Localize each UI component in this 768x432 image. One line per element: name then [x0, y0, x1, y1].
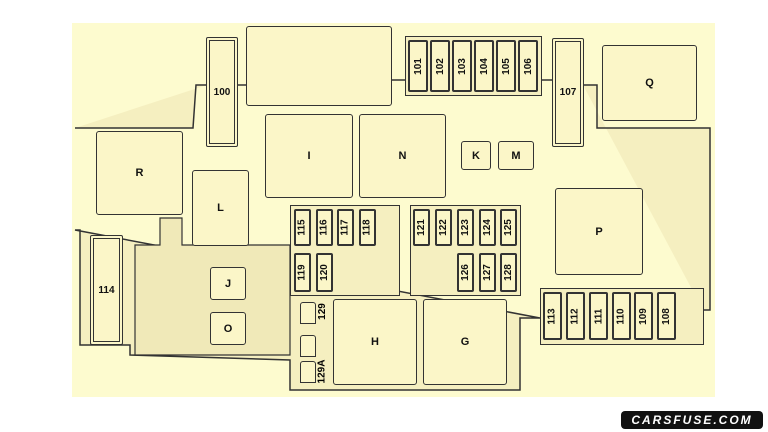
fuse-label: 119 — [297, 264, 309, 281]
fuse-label: 100 — [213, 86, 231, 98]
relay-i[interactable]: I — [265, 114, 353, 198]
fuse-100[interactable]: 100 — [206, 37, 238, 147]
relay-q[interactable]: Q — [602, 45, 697, 121]
relay-p[interactable]: P — [555, 188, 643, 275]
watermark-logo: CARSFUSE.COM — [621, 411, 763, 429]
fuse-label: 125 — [503, 219, 514, 236]
relay-r[interactable]: R — [96, 131, 183, 215]
fuse-107[interactable]: 107 — [552, 38, 584, 147]
fuse-103[interactable]: 103 — [452, 40, 472, 92]
fuse-113[interactable]: 113 — [543, 292, 562, 340]
fuse-label: 110 — [616, 307, 628, 325]
fuse-label: 104 — [478, 57, 490, 75]
fuse-label: 123 — [460, 219, 471, 236]
fuse-label: 114 — [98, 284, 115, 296]
fuse-122[interactable]: 122 — [435, 209, 452, 246]
relay-g[interactable]: G — [423, 299, 507, 385]
relay-n[interactable]: N — [359, 114, 446, 198]
fuse-110[interactable]: 110 — [612, 292, 631, 340]
fuse-label: 127 — [482, 264, 493, 281]
fuse-label: 128 — [503, 264, 514, 281]
fuse-label: 120 — [319, 264, 330, 281]
fuse-label: 115 — [297, 219, 309, 236]
connector-129a[interactable] — [300, 361, 316, 383]
fuse-112[interactable]: 112 — [566, 292, 585, 340]
fuse-label: 124 — [482, 219, 493, 236]
fuse-102[interactable]: 102 — [430, 40, 450, 92]
fuse-104[interactable]: 104 — [474, 40, 494, 92]
fuse-105[interactable]: 105 — [496, 40, 516, 92]
fuse-106[interactable]: 106 — [518, 40, 538, 92]
fuse-label: 108 — [661, 307, 672, 325]
fuse-label: 122 — [438, 219, 449, 236]
relay-l[interactable]: L — [192, 170, 249, 246]
fuse-119[interactable]: 119 — [294, 253, 311, 292]
fuse-121[interactable]: 121 — [413, 209, 430, 246]
fuse-label: 118 — [362, 219, 374, 236]
fuse-117[interactable]: 117 — [337, 209, 354, 246]
fuse-label: 106 — [522, 57, 534, 75]
fuse-label: 102 — [434, 57, 446, 75]
fuse-111[interactable]: 111 — [589, 292, 608, 340]
relay-o[interactable]: O — [210, 312, 246, 345]
connector-129[interactable] — [300, 302, 316, 324]
fuse-125[interactable]: 125 — [500, 209, 517, 246]
fuse-label: 103 — [456, 57, 468, 75]
fuse-label: 126 — [460, 264, 471, 281]
fuse-label: 116 — [319, 219, 331, 236]
fuse-label: 112 — [570, 307, 582, 325]
fuse-108[interactable]: 108 — [657, 292, 676, 340]
connector-label-129: 129 — [316, 303, 328, 320]
relay-j[interactable]: J — [210, 267, 246, 300]
fuse-101[interactable]: 101 — [408, 40, 428, 92]
connector-unlabeled[interactable] — [300, 335, 316, 357]
fuse-label: 113 — [547, 307, 559, 325]
fuse-109[interactable]: 109 — [634, 292, 653, 340]
relay-h[interactable]: H — [333, 299, 417, 385]
fuse-label: 107 — [559, 87, 577, 98]
fuse-label: 111 — [593, 308, 604, 324]
fuse-label: 101 — [412, 57, 424, 75]
top-block — [246, 26, 392, 106]
relay-m[interactable]: M — [498, 141, 534, 170]
fuse-115[interactable]: 115 — [294, 209, 311, 246]
fuse-label: 117 — [340, 219, 352, 236]
connector-label-129a: 129A — [316, 359, 328, 384]
fuse-118[interactable]: 118 — [359, 209, 376, 246]
fuse-126[interactable]: 126 — [457, 253, 474, 292]
fuse-124[interactable]: 124 — [479, 209, 496, 246]
fuse-116[interactable]: 116 — [316, 209, 333, 246]
fuse-label: 105 — [500, 57, 512, 75]
fuse-120[interactable]: 120 — [316, 253, 333, 292]
fuse-127[interactable]: 127 — [479, 253, 496, 292]
relay-k[interactable]: K — [461, 141, 491, 170]
fuse-label: 109 — [638, 307, 649, 325]
fuse-123[interactable]: 123 — [457, 209, 474, 246]
fuse-128[interactable]: 128 — [500, 253, 517, 292]
fuse-label: 121 — [416, 219, 427, 236]
fuse-114[interactable]: 114 — [90, 235, 123, 345]
